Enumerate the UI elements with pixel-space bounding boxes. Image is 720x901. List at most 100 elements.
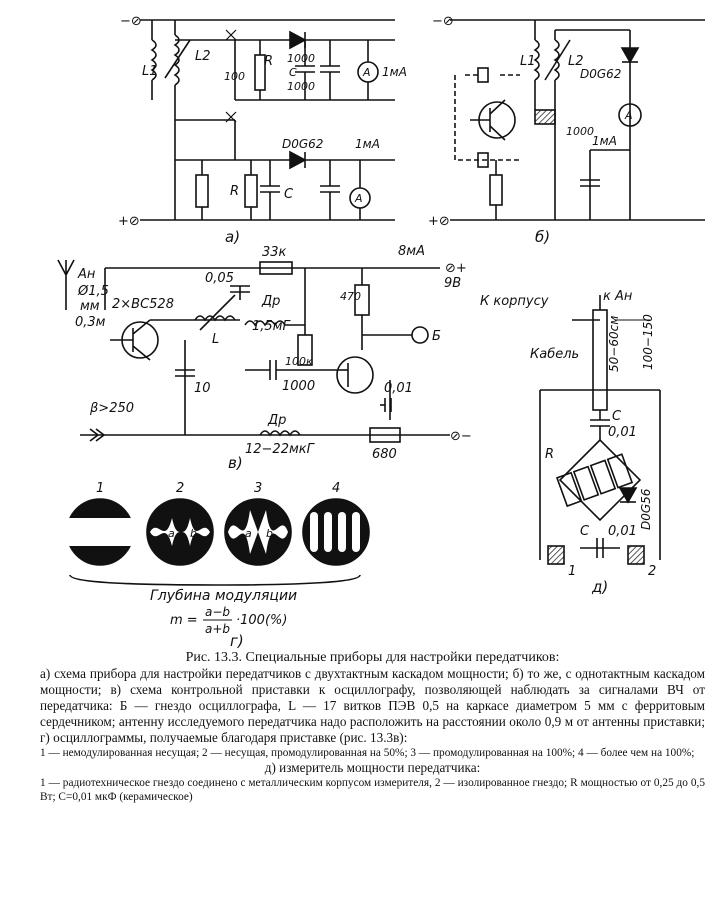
quartz-b-bottom xyxy=(477,152,489,168)
cable-d xyxy=(592,309,608,411)
resistor-bank-d xyxy=(555,453,634,508)
label-d-cable: Кабель xyxy=(530,347,579,362)
panel-a-letter: а) xyxy=(225,228,240,246)
label-d-len2: 100−150 xyxy=(641,314,655,370)
jack-1 xyxy=(547,545,565,565)
label-g-formula-rest: ·100(%) xyxy=(236,613,287,628)
panel-b: −⊘ +⊘ L1 L2 D0G62 1000 A 1мА б) xyxy=(428,14,705,246)
coil-b-l1 xyxy=(533,39,540,81)
panel-a: −⊘ +⊘ L1 L2 100 R 1000 C 1000 A 1мА D0G6… xyxy=(118,14,407,246)
panel-v: Ан Ø1,5 мм 0,3м 2×BC528 0,05 33к 8мА ⊘+ … xyxy=(57,244,472,472)
label-v-l: L xyxy=(212,332,219,347)
label-a-meter: A xyxy=(362,66,371,79)
diode-a-bottom xyxy=(289,150,307,170)
panel-d: К корпусу к Ан Кабель 50−60см 100−150 C … xyxy=(480,289,661,596)
label-v-antdiam: Ø1,5 xyxy=(77,284,109,299)
oscillogram-3 xyxy=(224,498,292,566)
jack-2 xyxy=(627,545,645,565)
label-g-4: 4 xyxy=(332,481,340,496)
circuit-diagrams: −⊘ +⊘ L1 L2 100 R 1000 C 1000 A 1мА D0G6… xyxy=(57,14,705,650)
label-v-r470: 470 xyxy=(340,290,361,303)
label-v-supplyv: 9В xyxy=(444,276,461,291)
label-v-minus: ⊘− xyxy=(450,429,472,444)
oscillogram-1 xyxy=(66,498,134,566)
label-v-r100k: 100к xyxy=(285,355,313,368)
label-b-l2: L2 xyxy=(568,54,584,69)
label-a-range: 1мА xyxy=(382,65,407,79)
label-d-r: R xyxy=(545,447,554,462)
coil-l2 xyxy=(173,34,180,86)
label-b-meter: A xyxy=(624,109,633,122)
diode-d xyxy=(618,487,638,504)
label-g-formula-num: a−b xyxy=(205,605,230,619)
panel-g-letter: г) xyxy=(230,632,244,650)
label-v-antenna: Ан xyxy=(77,267,96,282)
caption-d-title: д) измеритель мощности передатчика: xyxy=(264,760,481,775)
label-a-plus: +⊘ xyxy=(118,214,140,229)
label-v-c1000: 1000 xyxy=(282,379,315,394)
label-g-1: 1 xyxy=(96,481,104,496)
label-d-diode: D0G56 xyxy=(639,488,653,530)
label-a-c1000b: 1000 xyxy=(287,80,315,93)
label-v-supplyplus: ⊘+ xyxy=(445,261,467,276)
label-g-formula-den: a+b xyxy=(205,622,230,636)
label-a-l1: L1 xyxy=(142,64,158,79)
label-a-range2: 1мА xyxy=(355,137,380,151)
label-b-diode: D0G62 xyxy=(580,67,621,81)
label-b-range: 1мА xyxy=(592,134,617,148)
label-v-current: 8мА xyxy=(398,244,425,259)
caption-body: а) схема прибора для настройки передатчи… xyxy=(40,666,705,745)
diode-b xyxy=(620,47,640,64)
label-a-l2: L2 xyxy=(195,49,211,64)
label-v-c005: 0,05 xyxy=(205,271,234,286)
caption-g-notes: 1 — немодулированная несущая; 2 — несуща… xyxy=(40,747,695,759)
quartz-b xyxy=(534,109,556,125)
label-v-antmm: мм xyxy=(80,299,100,314)
coil-l1 xyxy=(150,39,157,81)
oscillogram-2 xyxy=(146,498,214,566)
label-a-r: R xyxy=(264,54,273,69)
panel-g: 1 2 3 4 a b a b Глубина модуляции m = a−… xyxy=(66,481,370,650)
label-g-b: b xyxy=(190,527,197,540)
caption-d-notes: 1 — радиотехническое гнездо соединено с … xyxy=(40,777,705,803)
label-a-minus: −⊘ xyxy=(120,14,142,29)
label-d-len1: 50−60см xyxy=(607,316,621,372)
figure-caption: Рис. 13.3. Специальные приборы для настр… xyxy=(40,650,705,804)
label-g3-a: a xyxy=(245,527,252,540)
label-v-antlen: 0,3м xyxy=(75,315,106,330)
label-v-r680: 680 xyxy=(372,447,397,462)
panel-v-letter: в) xyxy=(228,454,243,472)
label-d-j1: 1 xyxy=(568,564,576,579)
label-b-minus: −⊘ xyxy=(432,14,454,29)
label-a-c2: C xyxy=(284,187,294,202)
label-g-2: 2 xyxy=(176,481,184,496)
label-v-dr1val: 1,5мГ xyxy=(252,319,291,334)
panel-d-letter: д) xyxy=(591,578,608,596)
label-b-plus: +⊘ xyxy=(428,214,450,229)
label-a-c: C xyxy=(289,66,297,79)
resistor-v-33k xyxy=(259,261,293,275)
resistor-a-r xyxy=(244,174,258,208)
coil-b-l2 xyxy=(553,39,560,81)
label-a-r100: 100 xyxy=(224,70,245,83)
oscillogram-4 xyxy=(302,498,370,566)
label-d-toant: к Ан xyxy=(603,289,633,304)
label-d-cval: 0,01 xyxy=(608,425,637,440)
transistor-v2 xyxy=(336,356,374,394)
label-v-dr2: Др xyxy=(267,413,286,428)
label-d-c2: C xyxy=(580,524,590,539)
label-d-c: C xyxy=(612,409,622,424)
label-g-a: a xyxy=(168,527,175,540)
label-b-l1: L1 xyxy=(520,54,536,69)
coil-v-dr2 xyxy=(259,430,301,437)
panel-b-letter: б) xyxy=(535,228,550,246)
quartz-b-top xyxy=(477,67,489,83)
resistor-b xyxy=(489,174,503,206)
caption-title: Рис. 13.3. Специальные приборы для настр… xyxy=(185,650,560,665)
label-v-socket: Б xyxy=(432,329,441,344)
label-g-3: 3 xyxy=(254,481,262,496)
label-v-c001: 0,01 xyxy=(384,381,413,396)
label-d-c2val: 0,01 xyxy=(608,524,637,539)
diode-a-top xyxy=(289,30,307,50)
label-d-j2: 2 xyxy=(648,564,656,579)
